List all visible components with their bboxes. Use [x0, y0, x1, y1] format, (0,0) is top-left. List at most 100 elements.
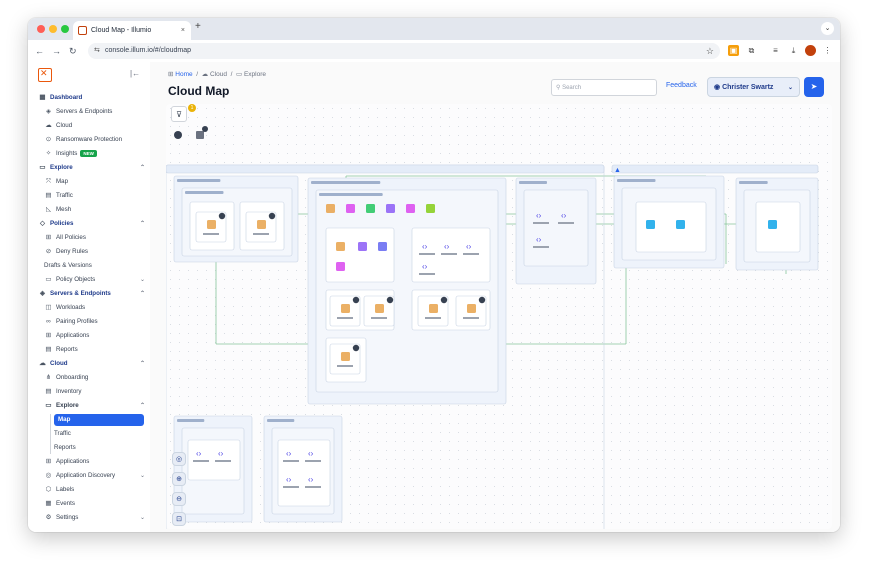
illumio-logo-icon[interactable] [38, 68, 52, 82]
sidebar-item-pairing-profiles[interactable]: ∞Pairing Profiles [44, 316, 97, 328]
cloud-map-graph[interactable]: ▲‹›‹›‹›‹›‹›‹›‹›‹›‹›‹›‹›‹›‹› [166, 104, 832, 529]
sidebar-item-explore[interactable]: ▭Explore⌃ [38, 162, 145, 174]
node-count-badge[interactable] [202, 126, 208, 132]
aws-service-icon[interactable] [406, 204, 415, 213]
ec2-instance-node-icon[interactable] [375, 304, 384, 313]
node-count-badge[interactable] [478, 296, 486, 304]
site-info-icon[interactable]: ⇆ [94, 47, 100, 54]
sidebar-item-explore[interactable]: ▭Explore⌃ [44, 400, 145, 412]
node-count-badge[interactable] [268, 212, 276, 220]
launch-button[interactable]: ➤ [804, 77, 824, 97]
bookmark-star-icon[interactable]: ☆ [705, 46, 714, 56]
sidebar-item-map[interactable]: ⤧Map [44, 176, 68, 188]
sidebar-item-reports[interactable]: Reports [54, 442, 76, 454]
sidebar-item-drafts-versions[interactable]: Drafts & Versions [44, 260, 92, 272]
breadcrumb-home[interactable]: Home [175, 71, 193, 78]
recenter-map-button[interactable]: ◎ [172, 452, 186, 466]
browser-tab[interactable]: Cloud Map - Illumio × [73, 21, 191, 40]
sidebar-item-policy-objects[interactable]: ▭Policy Objects⌄ [44, 274, 145, 286]
collapse-sidebar-icon[interactable]: |← [130, 69, 141, 78]
sidebar-item-dashboard[interactable]: ▦Dashboard [38, 92, 82, 104]
zoom-out-button[interactable]: ⊖ [172, 492, 186, 506]
subnet-box[interactable] [325, 227, 395, 283]
url-field[interactable]: ⇆ console.illum.io/#/cloudmap ☆ [88, 43, 720, 59]
ec2-instance-node-icon[interactable] [429, 304, 438, 313]
feedback-link[interactable]: Feedback [666, 82, 697, 89]
sidebar-item-servers-endpoints[interactable]: ◈Servers & Endpoints [44, 106, 112, 118]
ec2-instance-node-icon[interactable] [341, 352, 350, 361]
close-window-button[interactable] [37, 25, 45, 33]
azure-account-header[interactable] [611, 164, 819, 174]
browser-menu-icon[interactable]: ⋮ [823, 46, 832, 55]
sidebar-item-cloud[interactable]: ☁Cloud⌃ [38, 358, 145, 370]
azure-vm-icon[interactable] [768, 220, 777, 229]
user-menu-button[interactable]: ◉ Christer Swartz ⌄ [707, 77, 800, 97]
aws-account-header[interactable] [166, 164, 605, 174]
aws-service-icon[interactable] [386, 204, 395, 213]
breadcrumb-cloud[interactable]: Cloud [209, 71, 227, 78]
aws-service-icon[interactable] [366, 204, 375, 213]
aws-service-icon[interactable] [346, 204, 355, 213]
unknown-node-icon[interactable] [196, 131, 204, 139]
sidebar-item-deny-rules[interactable]: ⊘Deny Rules [44, 246, 88, 258]
download-icon[interactable]: ⤓ [791, 46, 796, 55]
sidebar-item-workloads[interactable]: ◫Workloads [44, 302, 85, 314]
internet-node-icon[interactable] [174, 131, 182, 139]
service-endpoint-icon[interactable]: ‹› [536, 235, 542, 244]
sidebar-item-traffic[interactable]: Traffic [54, 428, 71, 440]
service-endpoint-icon[interactable]: ‹› [286, 475, 292, 484]
service-endpoint-icon[interactable]: ‹› [536, 211, 542, 220]
sidebar-item-inventory[interactable]: ▤Inventory [44, 386, 81, 398]
service-endpoint-icon[interactable]: ‹› [422, 242, 428, 251]
sidebar-item-traffic[interactable]: ▤Traffic [44, 190, 72, 202]
sidebar-item-applications[interactable]: ⊞Applications [44, 330, 90, 342]
new-tab-button[interactable]: + [195, 21, 201, 32]
subnet-box[interactable] [635, 201, 707, 253]
subnet-box[interactable] [187, 439, 241, 481]
azure-logo-icon[interactable]: ▲ [614, 167, 621, 174]
subnet-box[interactable] [755, 201, 801, 253]
extensions-puzzle-icon[interactable]: ⧉ [748, 46, 755, 55]
back-icon[interactable]: ← [35, 46, 44, 56]
extension-icon[interactable]: ▣ [728, 45, 739, 56]
sidebar-item-cloud[interactable]: ☁Cloud [44, 120, 72, 132]
azure-vm-icon[interactable] [646, 220, 655, 229]
sqs-icon[interactable] [336, 262, 345, 271]
service-endpoint-icon[interactable]: ‹› [444, 242, 450, 251]
service-endpoint-icon[interactable]: ‹› [218, 449, 224, 458]
service-endpoint-icon[interactable]: ‹› [561, 211, 567, 220]
cloud-map-canvas[interactable]: ⊽ 1 ▲‹›‹›‹›‹›‹›‹›‹›‹›‹›‹›‹›‹›‹› ◎ ⊕ ⊖ ⊡ [166, 104, 832, 529]
filter-button[interactable]: ⊽ 1 [171, 104, 196, 122]
vpc-subnet[interactable] [523, 189, 589, 267]
ec2-instance-node-icon[interactable] [341, 304, 350, 313]
node-count-badge[interactable] [440, 296, 448, 304]
sidebar-item-settings[interactable]: ⚙Settings⌄ [44, 512, 145, 524]
rds-icon[interactable] [336, 242, 345, 251]
subnet-box[interactable] [277, 439, 331, 507]
node-count-badge[interactable] [218, 212, 226, 220]
service-endpoint-icon[interactable]: ‹› [422, 262, 428, 271]
service-endpoint-icon[interactable]: ‹› [308, 449, 314, 458]
reading-list-icon[interactable]: ≡ [773, 46, 778, 55]
ec2-instance-node-icon[interactable] [257, 220, 266, 229]
tab-close-icon[interactable]: × [180, 27, 185, 34]
sidebar-item-labels[interactable]: ⬡Labels [44, 484, 75, 496]
sidebar-item-application-discovery[interactable]: ◎Application Discovery⌄ [44, 470, 145, 482]
reload-icon[interactable]: ↻ [69, 46, 77, 56]
sidebar-item-onboarding[interactable]: ⋔Onboarding [44, 372, 89, 384]
service-endpoint-icon[interactable]: ‹› [308, 475, 314, 484]
service-endpoint-icon[interactable]: ‹› [466, 242, 472, 251]
breadcrumb-explore[interactable]: Explore [243, 71, 267, 78]
node-count-badge[interactable] [352, 296, 360, 304]
lambda-icon[interactable] [358, 242, 367, 251]
profile-avatar-icon[interactable] [805, 45, 816, 56]
search-input[interactable]: ⚲ Search [551, 79, 657, 96]
azure-vm-icon[interactable] [676, 220, 685, 229]
ec2-instance-node-icon[interactable] [467, 304, 476, 313]
sidebar-item-policies[interactable]: ◇Policies⌃ [38, 218, 145, 230]
minimize-window-button[interactable] [49, 25, 57, 33]
maximize-window-button[interactable] [61, 25, 69, 33]
sidebar-item-reports[interactable]: ▤Reports [44, 344, 77, 356]
sidebar-item-applications[interactable]: ⊞Applications [44, 456, 90, 468]
